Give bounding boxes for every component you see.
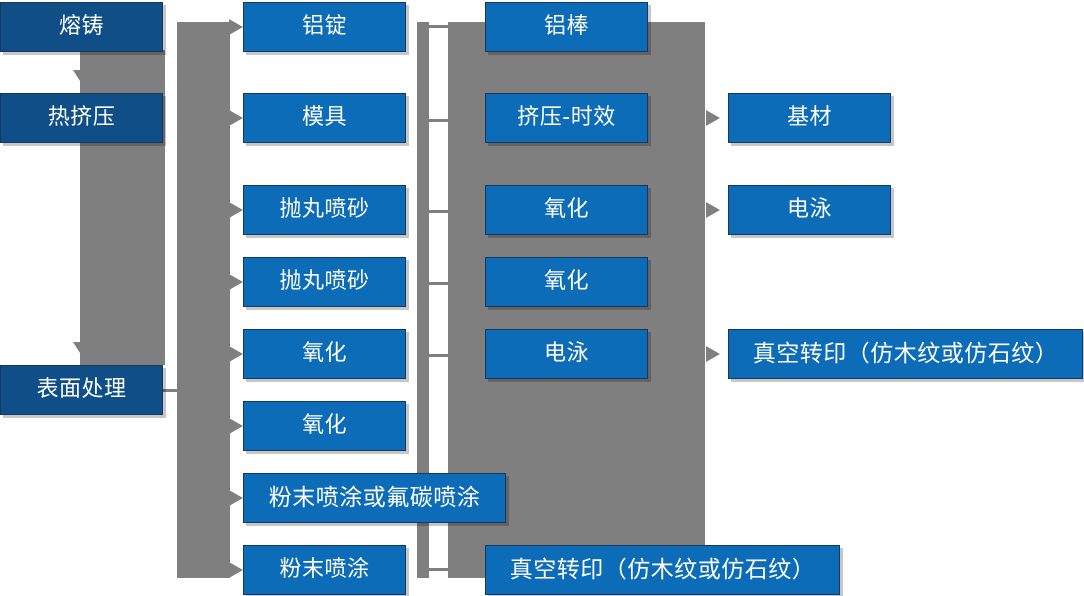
- process-box-vacuum-transfer-col3-label: 真空转印（仿木纹或仿石纹）: [509, 556, 816, 583]
- process-box-aluminum-bar-label: 铝棒: [543, 14, 589, 39]
- process-box-oxidation-col2-2-label: 氧化: [301, 413, 347, 438]
- process-box-ingot[interactable]: 铝锭: [243, 2, 406, 52]
- mid-link-line-1: [428, 25, 449, 28]
- process-box-oxidation-col2-1-label: 氧化: [301, 341, 347, 366]
- right-arrow-icon-col4-3: [706, 346, 720, 362]
- right-arrow-icon-col2-4: [229, 274, 243, 290]
- process-box-electrophoresis-col3-label: 电泳: [543, 341, 589, 366]
- process-box-oxidation-col2-2[interactable]: 氧化: [243, 401, 406, 451]
- process-box-electrophoresis-col3[interactable]: 电泳: [485, 329, 648, 379]
- process-box-extrusion-aging[interactable]: 挤压-时效: [485, 93, 648, 143]
- process-box-die[interactable]: 模具: [243, 93, 406, 143]
- process-box-substrate[interactable]: 基材: [728, 93, 891, 143]
- process-box-oxidation-col3-2[interactable]: 氧化: [485, 257, 648, 307]
- mid-link-line-4: [428, 282, 449, 285]
- process-box-powder-or-fluorocarbon-label: 粉末喷涂或氟碳喷涂: [268, 484, 481, 511]
- right-arrow-icon-col2-2: [229, 110, 243, 126]
- mid-link-line-2: [428, 119, 449, 122]
- process-box-powder-coating-label: 粉末喷涂: [279, 557, 370, 582]
- process-box-shotblast-2-label: 抛丸喷砂: [279, 269, 370, 294]
- right-arrow-icon-col2-1: [229, 19, 243, 35]
- process-box-shotblast-1-label: 抛丸喷砂: [279, 197, 370, 222]
- process-box-vacuum-transfer-col4-label: 真空转印（仿木纹或仿石纹）: [752, 340, 1059, 367]
- mid-thin-connector-band: [417, 22, 429, 578]
- stage-box-hot-extrusion[interactable]: 热挤压: [0, 93, 163, 143]
- process-box-oxidation-col2-1[interactable]: 氧化: [243, 329, 406, 379]
- down-arrow-icon-1: [73, 70, 87, 81]
- right-arrow-icon-col2-3: [229, 202, 243, 218]
- process-box-vacuum-transfer-col3[interactable]: 真空转印（仿木纹或仿石纹）: [485, 545, 840, 595]
- process-box-die-label: 模具: [301, 105, 347, 130]
- left-main-connector-band: [177, 22, 230, 578]
- right-arrow-icon-col2-5: [229, 346, 243, 362]
- process-box-oxidation-col3-1[interactable]: 氧化: [485, 185, 648, 235]
- stage-box-melting-label: 熔铸: [58, 14, 104, 39]
- process-box-shotblast-1[interactable]: 抛丸喷砂: [243, 185, 406, 235]
- stage-box-hot-extrusion-label: 热挤压: [47, 105, 116, 130]
- process-box-aluminum-bar[interactable]: 铝棒: [485, 2, 648, 52]
- process-box-electrophoresis-col4-label: 电泳: [786, 197, 832, 222]
- process-box-substrate-label: 基材: [786, 105, 832, 130]
- right-arrow-icon-col2-7: [229, 490, 243, 506]
- right-arrow-icon-col2-8: [229, 562, 243, 578]
- process-box-ingot-label: 铝锭: [301, 14, 347, 39]
- stage-box-melting[interactable]: 熔铸: [0, 2, 163, 52]
- process-box-powder-coating[interactable]: 粉末喷涂: [243, 545, 406, 595]
- down-arrow-icon-2: [73, 342, 87, 353]
- process-box-vacuum-transfer-col4[interactable]: 真空转印（仿木纹或仿石纹）: [728, 329, 1083, 379]
- process-box-shotblast-2[interactable]: 抛丸喷砂: [243, 257, 406, 307]
- right-arrow-icon-col4-2: [706, 202, 720, 218]
- process-box-oxidation-col3-1-label: 氧化: [543, 197, 589, 222]
- surface-treatment-link-line: [163, 389, 179, 392]
- process-box-powder-or-fluorocarbon[interactable]: 粉末喷涂或氟碳喷涂: [243, 473, 506, 523]
- mid-link-line-6: [428, 568, 449, 571]
- right-arrow-icon-col4-1: [706, 110, 720, 126]
- process-box-oxidation-col3-2-label: 氧化: [543, 269, 589, 294]
- right-arrow-icon-col2-6: [229, 418, 243, 434]
- mid-link-line-3: [428, 210, 449, 213]
- stage-box-surface-treatment[interactable]: 表面处理: [0, 365, 163, 415]
- process-box-extrusion-aging-label: 挤压-时效: [517, 105, 616, 130]
- stage-box-surface-treatment-label: 表面处理: [36, 377, 127, 402]
- process-box-electrophoresis-col4[interactable]: 电泳: [728, 185, 891, 235]
- mid-link-line-5: [428, 354, 449, 357]
